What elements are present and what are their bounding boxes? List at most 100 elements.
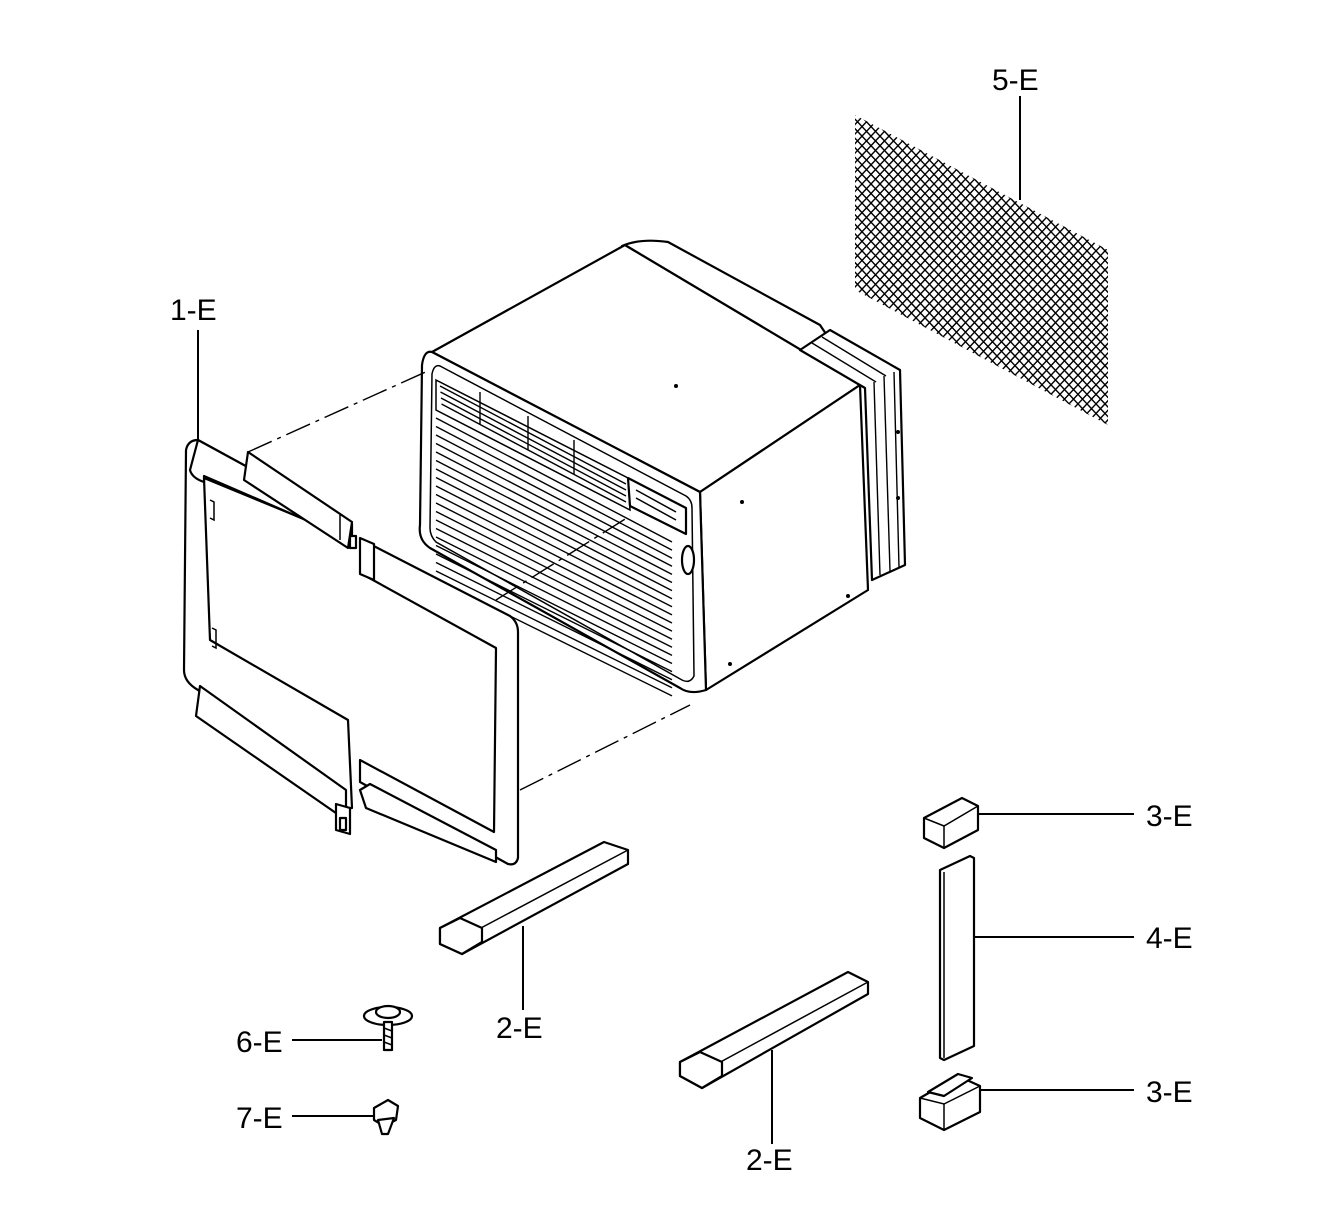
drawing-stroke xyxy=(435,502,673,624)
drawing-stroke xyxy=(1116,100,1334,440)
drawing-stroke xyxy=(441,403,627,503)
drawing-stroke xyxy=(1179,100,1334,440)
drawing-stroke xyxy=(1179,100,1334,440)
foam-strip xyxy=(938,854,976,1062)
screw-washer xyxy=(362,1004,414,1052)
drawing-stroke xyxy=(435,451,673,576)
drawing-stroke xyxy=(1016,115,1108,425)
drawing-stroke xyxy=(1034,115,1108,425)
drawing-stroke xyxy=(1188,100,1334,440)
drawing-stroke xyxy=(926,115,1108,425)
plastic-clip xyxy=(372,1098,400,1136)
drawing-stroke xyxy=(435,425,673,551)
drawing-stroke xyxy=(1242,100,1334,440)
label-7e: 7-E xyxy=(236,1102,283,1135)
label-5e: 5-E xyxy=(992,64,1039,97)
drawing-stroke xyxy=(855,115,987,425)
label-2e-lower: 2-E xyxy=(746,1144,793,1177)
drawing-stroke xyxy=(1215,100,1334,440)
drawing-stroke xyxy=(1143,100,1334,440)
drawing-stroke xyxy=(944,115,1108,425)
drawing-stroke xyxy=(1323,100,1334,440)
drawing-stroke xyxy=(855,115,978,425)
drawing-stroke xyxy=(1260,100,1334,440)
label-4e: 4-E xyxy=(1146,922,1193,955)
label-3e-lower: 3-E xyxy=(1146,1076,1193,1109)
drawing-stroke xyxy=(1314,100,1334,440)
drawing-stroke xyxy=(1323,100,1334,440)
drawing-stroke xyxy=(855,115,942,425)
drawing-stroke xyxy=(435,485,673,608)
label-2e-upper: 2-E xyxy=(496,1012,543,1045)
drawing-stroke xyxy=(917,115,1108,425)
drawing-stroke xyxy=(435,468,673,592)
drawing-stroke xyxy=(989,115,1108,425)
drawing-stroke xyxy=(1007,115,1108,425)
drawing-stroke xyxy=(435,527,673,648)
drawing-stroke xyxy=(439,385,627,485)
drawing-stroke xyxy=(435,561,673,681)
air-conditioner-unit xyxy=(418,239,907,697)
drawing-stroke xyxy=(435,417,673,543)
drawing-stroke xyxy=(1143,100,1334,440)
leader-lines xyxy=(197,96,1134,1144)
drawing-stroke xyxy=(435,442,673,567)
drawing-stroke xyxy=(855,115,960,425)
drawing-stroke xyxy=(1061,115,1108,425)
drawing-stroke xyxy=(1278,100,1334,440)
drawing-stroke xyxy=(435,536,673,657)
drawing-stroke xyxy=(953,115,1108,425)
drawing-stroke xyxy=(435,544,673,665)
drawing-stroke xyxy=(1079,115,1108,425)
drawing-stroke xyxy=(1188,100,1334,440)
label-1e: 1-E xyxy=(170,294,217,327)
drawing-stroke xyxy=(908,115,1108,425)
drawing-stroke xyxy=(953,115,1108,425)
drawing-stroke xyxy=(1070,115,1108,425)
drawing-stroke xyxy=(440,397,627,497)
drawing-stroke xyxy=(440,391,627,491)
drawing-stroke xyxy=(1251,100,1334,440)
drawing-stroke xyxy=(1052,115,1108,425)
drawing-stroke xyxy=(881,115,1108,425)
drawing-stroke xyxy=(1116,100,1334,440)
drawing-stroke xyxy=(435,493,673,616)
alignment-lines xyxy=(247,369,691,791)
drawing-stroke xyxy=(1088,115,1108,425)
side-rail-lower xyxy=(678,970,870,1090)
drawing-stroke xyxy=(1314,100,1334,440)
drawing-stroke xyxy=(1152,100,1334,440)
drawing-stroke xyxy=(1233,100,1334,440)
drawing-stroke xyxy=(989,115,1108,425)
drawing-stroke xyxy=(1170,100,1334,440)
drawing-stroke xyxy=(1025,115,1108,425)
drawing-stroke xyxy=(435,519,673,640)
drawing-stroke xyxy=(1106,115,1108,425)
drawing-stroke xyxy=(1034,115,1108,425)
drawing-stroke xyxy=(1206,100,1334,440)
drawing-stroke xyxy=(1170,100,1334,440)
drawing-stroke xyxy=(1206,100,1334,440)
drawing-stroke xyxy=(1043,115,1108,425)
drawing-stroke xyxy=(1197,100,1334,440)
control-panel xyxy=(626,476,688,536)
drawing-stroke xyxy=(1287,100,1334,440)
drawing-stroke xyxy=(855,115,969,425)
drawing-stroke xyxy=(1197,100,1334,440)
drawing-stroke xyxy=(1296,100,1334,440)
drawing-stroke xyxy=(855,115,951,425)
foam-block-upper xyxy=(922,796,980,850)
drawing-stroke xyxy=(980,115,1108,425)
drawing-stroke xyxy=(1224,100,1334,440)
drawing-stroke xyxy=(1134,100,1334,440)
drawing-stroke xyxy=(1224,100,1334,440)
drawing-stroke xyxy=(1305,100,1334,440)
drawing-stroke xyxy=(435,434,673,559)
drawing-stroke xyxy=(1260,100,1334,440)
side-rail-upper xyxy=(438,840,630,956)
drawing-stroke xyxy=(1161,100,1334,440)
drawing-stroke xyxy=(1233,100,1334,440)
label-6e: 6-E xyxy=(236,1026,283,1059)
drawing-stroke xyxy=(1125,100,1334,440)
